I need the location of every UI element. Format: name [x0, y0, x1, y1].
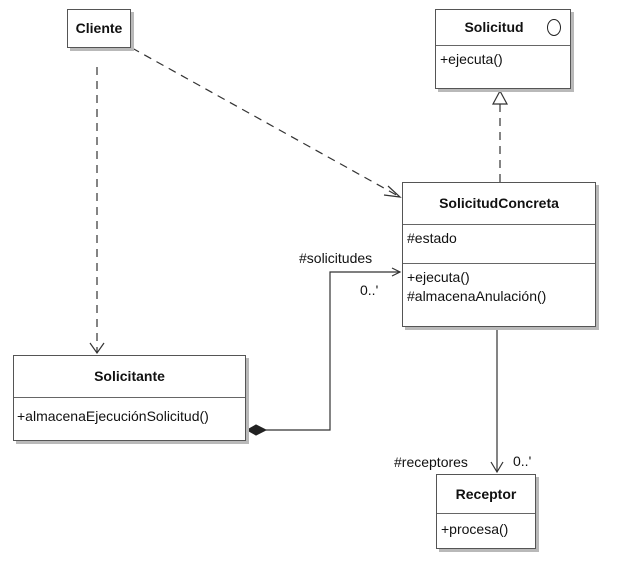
aggregation-solicitante-solicitudconcreta [266, 271, 400, 431]
dependency-cliente-solicitudconcreta [131, 47, 401, 198]
interface-solicitud[interactable]: Solicitud +ejecuta() [435, 9, 571, 89]
class-name-solicitud: Solicitud [436, 10, 570, 46]
aggregation-diamond [245, 424, 268, 436]
multiplicity-label-receptores: 0..' [513, 453, 532, 469]
class-name-cliente: Cliente [75, 20, 123, 36]
class-name-receptor: Receptor [437, 475, 535, 514]
operations-receptor: +procesa() [437, 514, 535, 543]
dependency-arrowhead [383, 185, 402, 198]
class-receptor[interactable]: Receptor +procesa() [436, 474, 536, 549]
operation: +ejecuta() [407, 269, 470, 285]
class-name-solicitud-text: Solicitud [464, 19, 524, 35]
attributes-solicitudconcreta: #estado [403, 225, 595, 263]
dependency-arrowhead [89, 342, 105, 355]
operation: +ejecuta() [440, 51, 503, 67]
operation: +procesa() [441, 521, 509, 537]
attribute: #estado [407, 230, 457, 246]
multiplicity-label-solicitudes: 0..' [360, 282, 379, 298]
association-arrowhead [490, 461, 504, 474]
class-name-solicitudconcreta: SolicitudConcreta [403, 183, 595, 225]
interface-circle-icon [547, 19, 561, 36]
operations-solicitud: +ejecuta() [436, 46, 570, 73]
operations-solicitante: +almacenaEjecuciónSolicitud() [14, 398, 245, 430]
role-label-solicitudes: #solicitudes [299, 250, 373, 266]
operations-solicitudconcreta: +ejecuta() #almacenaAnulación() [403, 263, 595, 310]
class-solicitudconcreta[interactable]: SolicitudConcreta #estado +ejecuta() #al… [402, 182, 596, 327]
operation: #almacenaAnulación() [407, 288, 547, 304]
class-name-solicitante: Solicitante [14, 356, 245, 398]
role-label-receptores: #receptores [394, 454, 468, 470]
operation: +almacenaEjecuciónSolicitud() [17, 408, 209, 424]
class-cliente[interactable]: Cliente [67, 9, 131, 48]
association-arrowhead [391, 267, 402, 277]
class-solicitante[interactable]: Solicitante +almacenaEjecuciónSolicitud(… [13, 355, 246, 441]
realization-arrowhead [491, 89, 509, 105]
